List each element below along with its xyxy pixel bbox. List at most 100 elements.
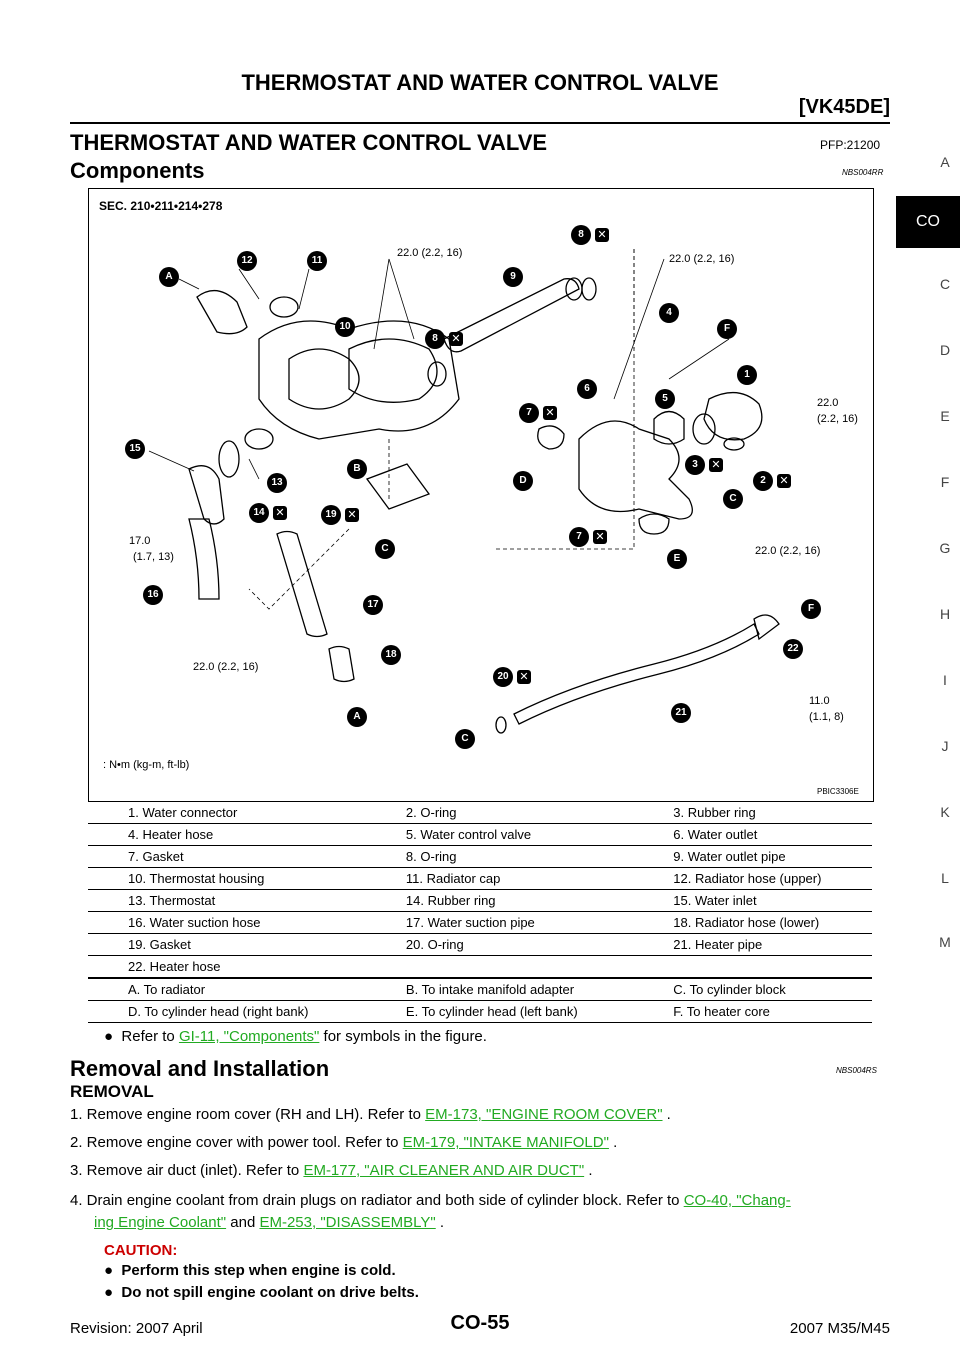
- step-mid: and: [226, 1214, 260, 1231]
- table-cell: 18. Radiator hose (lower): [633, 911, 872, 934]
- torque-spec: (1.1, 8): [809, 711, 844, 723]
- non-reusable-icon: ✕: [449, 332, 463, 346]
- torque-spec: 22.0: [817, 397, 839, 409]
- engine-code: [VK45DE]: [798, 96, 890, 118]
- letter-callout-f: F: [717, 319, 737, 339]
- caution-label: CAUTION:: [104, 1242, 178, 1259]
- table-cell: 19. Gasket: [88, 933, 366, 956]
- table-cell: 2. O-ring: [365, 802, 634, 824]
- components-title: Components: [70, 158, 205, 183]
- footer-model: 2007 M35/M45: [789, 1320, 890, 1337]
- table-cell: D. To cylinder head (right bank): [88, 1000, 366, 1023]
- side-index-letter[interactable]: A: [940, 154, 950, 170]
- callout-18: 18: [381, 645, 401, 665]
- callout-2: 2: [753, 471, 773, 491]
- table-cell: 14. Rubber ring: [365, 889, 634, 912]
- table-row: 19. Gasket 20. O-ring 21. Heater pipe: [88, 933, 872, 956]
- table-cell: 13. Thermostat: [88, 889, 366, 912]
- side-index-letter[interactable]: C: [939, 276, 951, 292]
- table-row: 1. Water connector 2. O-ring 3. Rubber r…: [88, 802, 872, 824]
- side-index-letter[interactable]: G: [939, 540, 951, 556]
- em-173-link[interactable]: EM-173, "ENGINE ROOM COVER": [425, 1106, 663, 1123]
- torque-spec: 22.0 (2.2, 16): [755, 545, 821, 557]
- non-reusable-icon: ✕: [595, 228, 609, 242]
- letter-callout-c3: C: [455, 729, 475, 749]
- footer-page-number: CO-55: [450, 1312, 510, 1334]
- table-cell: 6. Water outlet: [633, 823, 872, 846]
- components-heading: Components: [70, 158, 204, 184]
- non-reusable-icon: ✕: [273, 506, 287, 520]
- table-cell: A. To radiator: [88, 977, 366, 1001]
- callout-10: 10: [335, 317, 355, 337]
- table-row: 4. Heater hose 5. Water control valve 6.…: [88, 823, 872, 846]
- table-cell: 20. O-ring: [365, 933, 634, 956]
- footer-revision: Revision: 2007 April: [70, 1320, 203, 1337]
- table-cell: F. To heater core: [633, 1000, 872, 1023]
- side-index-letter[interactable]: E: [940, 408, 950, 424]
- co-40-link-cont[interactable]: ing Engine Coolant": [94, 1214, 227, 1231]
- table-cell: 17. Water suction pipe: [365, 911, 634, 934]
- callout-14: 14: [249, 503, 269, 523]
- side-index-letter[interactable]: L: [941, 870, 949, 886]
- em-179-link[interactable]: EM-179, "INTAKE MANIFOLD": [402, 1134, 609, 1151]
- table-cell: 9. Water outlet pipe: [633, 845, 872, 868]
- letter-callout-a2: A: [347, 707, 367, 727]
- bullet-icon: ●: [104, 1028, 122, 1045]
- table-row: A. To radiator B. To intake manifold ada…: [88, 977, 872, 1001]
- side-index-letter[interactable]: J: [941, 738, 949, 754]
- callout-15: 15: [125, 439, 145, 459]
- table-cell: 10. Thermostat housing: [88, 867, 366, 890]
- callout-6: 6: [577, 379, 597, 399]
- table-row: D. To cylinder head (right bank) E. To c…: [88, 1000, 872, 1023]
- exploded-view-drawing: [148, 249, 780, 734]
- table-cell: 4. Heater hose: [88, 823, 366, 846]
- callout-5: 5: [655, 389, 675, 409]
- table-cell: 12. Radiator hose (upper): [633, 867, 872, 890]
- em-253-link[interactable]: EM-253, "DISASSEMBLY": [259, 1214, 436, 1231]
- callout-4: 4: [659, 303, 679, 323]
- components-ref: NBS004RR: [842, 168, 884, 177]
- pfp-code: PFP:21200: [820, 138, 881, 152]
- side-index-letter[interactable]: M: [939, 934, 951, 950]
- torque-spec: 22.0 (2.2, 16): [669, 253, 735, 265]
- table-cell: 3. Rubber ring: [633, 802, 872, 824]
- header-rule: [70, 122, 890, 124]
- side-index-letter[interactable]: F: [940, 474, 950, 490]
- side-index-letter[interactable]: I: [943, 672, 947, 688]
- callout-7b: 7: [569, 527, 589, 547]
- removal-heading: REMOVAL: [70, 1082, 154, 1101]
- side-index-letter[interactable]: H: [939, 606, 951, 622]
- side-index-letter[interactable]: K: [940, 804, 950, 820]
- callout-12: 12: [237, 251, 257, 271]
- co-40-link[interactable]: CO-40, "Chang-: [683, 1192, 791, 1209]
- non-reusable-icon: ✕: [777, 474, 791, 488]
- callout-20: 20: [493, 667, 513, 687]
- em-177-link[interactable]: EM-177, "AIR CLEANER AND AIR DUCT": [303, 1162, 585, 1179]
- table-cell: [633, 955, 872, 979]
- parts-legend-table: 1. Water connector 2. O-ring 3. Rubber r…: [88, 802, 872, 1023]
- callout-8: 8: [571, 225, 591, 245]
- caution-text: Perform this step when engine is cold.: [121, 1262, 396, 1279]
- side-index-letter[interactable]: D: [939, 342, 951, 358]
- letter-callout-f2: F: [801, 599, 821, 619]
- letter-callout-a: A: [159, 267, 179, 287]
- table-cell: 21. Heater pipe: [633, 933, 872, 956]
- non-reusable-icon: ✕: [709, 458, 723, 472]
- bullet-icon: ●: [104, 1262, 122, 1279]
- gi-11-link[interactable]: GI-11, "Components": [178, 1028, 320, 1045]
- note-suffix: for symbols in the figure.: [319, 1028, 487, 1045]
- letter-callout-b: B: [347, 459, 367, 479]
- table-row: 22. Heater hose: [88, 955, 872, 979]
- letter-callout-c2: C: [723, 489, 743, 509]
- caution-item-1: ● Perform this step when engine is cold.: [104, 1262, 396, 1279]
- table-row: 13. Thermostat 14. Rubber ring 15. Water…: [88, 889, 872, 912]
- torque-spec: (2.2, 16): [817, 413, 858, 425]
- bullet-icon: ●: [104, 1284, 122, 1301]
- removal-step-3: 3. Remove air duct (inlet). Refer to EM-…: [70, 1162, 890, 1179]
- letter-callout-e: E: [667, 549, 687, 569]
- table-cell: 15. Water inlet: [633, 889, 872, 912]
- side-index-active[interactable]: CO: [896, 196, 960, 248]
- step-text: 2. Remove engine cover with power tool. …: [70, 1134, 403, 1151]
- table-cell: [365, 955, 634, 979]
- note-prefix: Refer to: [121, 1028, 179, 1045]
